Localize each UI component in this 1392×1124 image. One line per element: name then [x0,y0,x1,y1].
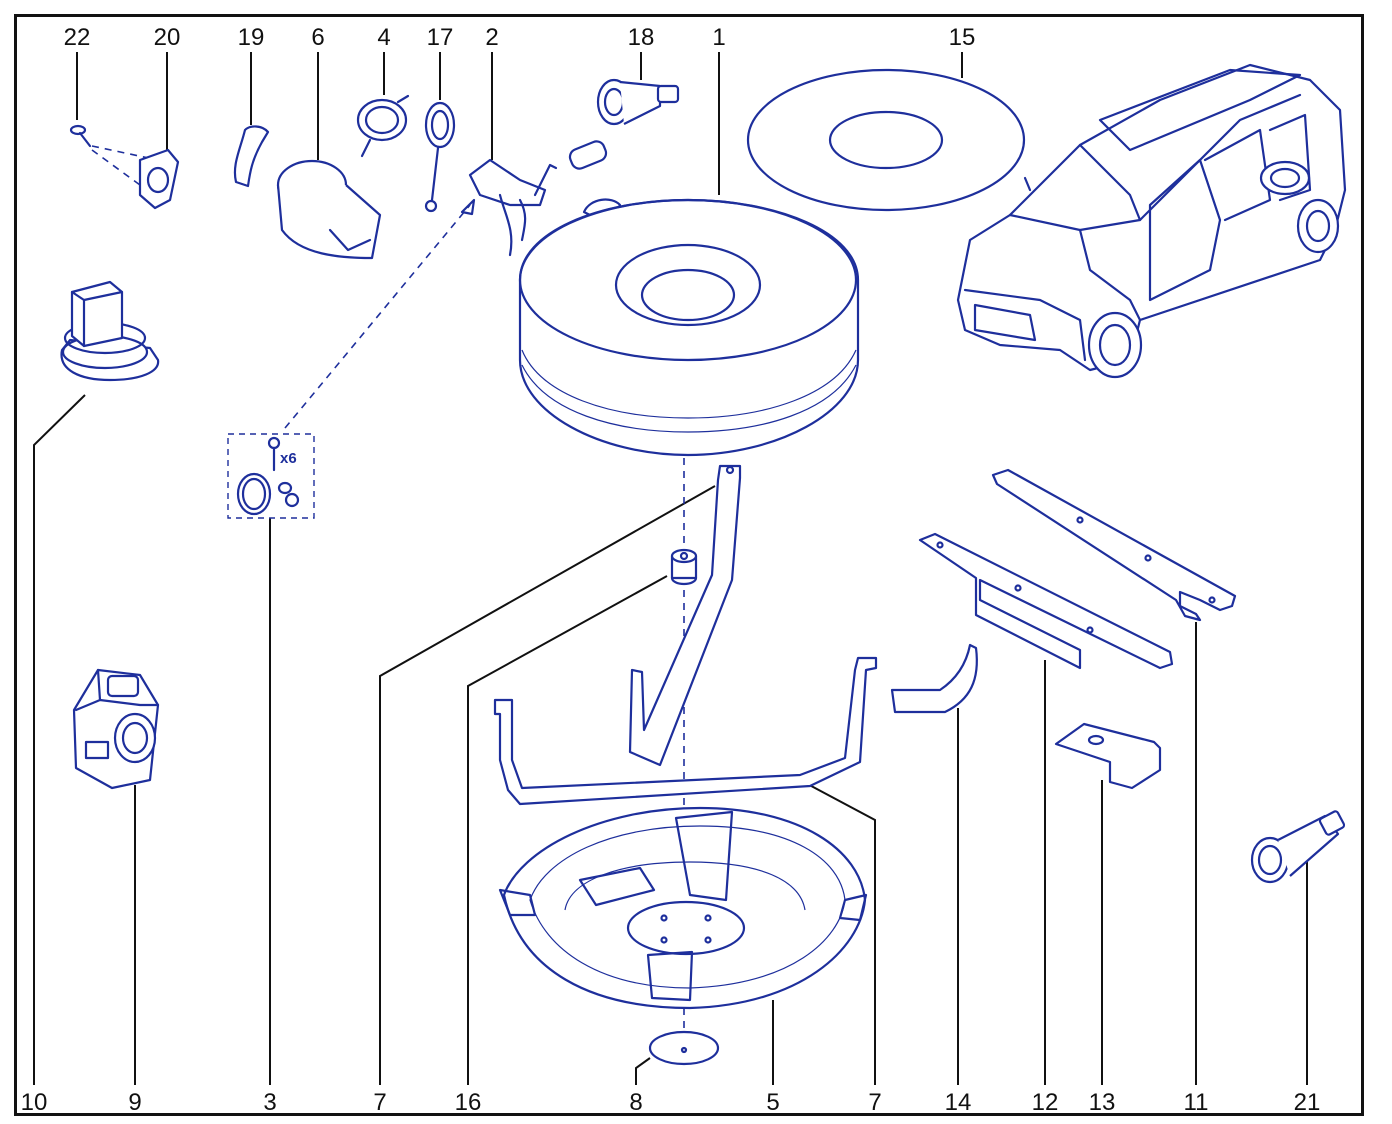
leader-lines [33,52,1308,1085]
diagram-frame [14,14,1364,1116]
callout-4: 4 [377,24,390,51]
connector-10 [60,280,160,382]
assembly-axis-kit [284,204,471,429]
ring-4 [356,94,410,158]
bracket-12 [918,532,1174,670]
flange-plate-20 [138,148,180,210]
filler-neck-21 [1250,810,1346,884]
fastener-kit-3 [227,433,315,519]
callout-6: 6 [311,24,324,51]
callout-13: 13 [1089,1089,1116,1116]
disc-8 [648,1030,720,1066]
callout-19: 19 [238,24,265,51]
callout-9: 9 [128,1089,141,1116]
bracket-13 [1054,722,1162,790]
callout-22: 22 [64,24,91,51]
callout-5: 5 [766,1089,779,1116]
tray-5 [498,806,868,1010]
toroidal-tank-1 [518,198,860,457]
callout-18: 18 [628,24,655,51]
callout-15: 15 [949,24,976,51]
gauge-17 [424,101,456,213]
bracket-14 [890,643,978,714]
filler-valve-18 [596,78,680,126]
callout-21: 21 [1294,1089,1321,1116]
vehicle-illustration [956,63,1347,379]
pad-15 [746,68,1026,212]
callout-7-right: 7 [868,1089,881,1116]
kit-quantity: x6 [280,450,297,467]
spacer-16 [670,548,698,586]
arrow-head-icon [460,198,476,216]
callout-11: 11 [1184,1089,1209,1116]
callout-3: 3 [263,1089,276,1116]
callout-2: 2 [485,24,498,51]
callout-20: 20 [154,24,181,51]
strap-7-horizontal [493,656,878,806]
callout-1: 1 [712,24,725,51]
callout-8: 8 [629,1089,642,1116]
electrovalve-9 [72,668,160,790]
callout-17: 17 [427,24,454,51]
multivalve-2 [468,140,608,257]
callout-10: 10 [21,1089,48,1116]
strap-7-vertical [628,464,742,767]
callout-16: 16 [455,1089,482,1116]
clip-19 [233,125,270,188]
callout-14: 14 [945,1089,972,1116]
callout-7-left: 7 [373,1089,386,1116]
callout-12: 12 [1032,1089,1059,1116]
valve-cover-6 [276,159,382,260]
rail-11 [991,468,1237,622]
